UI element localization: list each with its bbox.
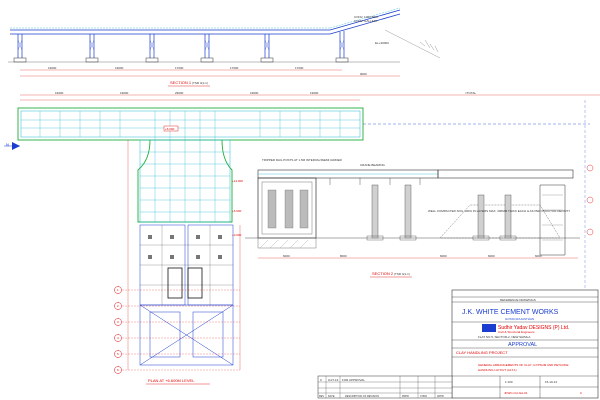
plan-top-dim: 19000 (120, 91, 129, 95)
rev-header: APPD (437, 395, 444, 398)
client-location: GOTAN,RAJASTHAN (505, 317, 534, 321)
section-1-dim: 17000 (295, 66, 304, 70)
rev-row-date: 0-07-13 (328, 378, 339, 382)
plan-top-dim: 19000 (310, 91, 319, 95)
consultant-address: FLAT NO.5, SECTOR-2, NEW SHIMLA (478, 335, 530, 339)
section-2-dim: 6000 (283, 254, 290, 258)
section-1-note: CONV. GALLERY (354, 19, 378, 23)
section-2-note: SEMI GIRDER (322, 158, 343, 162)
consultant-name: Sudhir Yadav DESIGNS (P) Ltd. (498, 325, 569, 331)
project-name: CLAY HANDLING PROJECT (456, 350, 508, 355)
rev-header: DESCRIPTION OF REVISION (345, 395, 379, 398)
section-2-dim: 8000 (340, 254, 347, 258)
plan-title: PLAN AT +6.600M LEVEL (148, 378, 195, 383)
level-tag: +6.600 (232, 209, 242, 213)
rev-header: PRPD (402, 395, 409, 398)
section-1-scale: (TSR 4(1-1) (192, 81, 208, 85)
section-1-dim: 19000 (115, 66, 124, 70)
drawing-title-line-1: GENERAL ARRANGEMENTS OF CLAY ,GYPSUM AND… (478, 363, 568, 367)
section-2-note: WELL COMPACTED SOIL 100% IN LAYERS MAX. … (428, 209, 570, 213)
section-1-title: SECTION 1 (170, 80, 192, 85)
section-1-dim: 9000 (360, 72, 367, 76)
section-2-title: SECTION 2 (372, 271, 394, 276)
consultant-logo-icon (482, 324, 496, 332)
level-tag: +14.000 (232, 179, 243, 183)
section-1-dim: 19000 (48, 66, 57, 70)
drawing-number: JKWC-CH-GA-01 (504, 391, 528, 395)
gridline-label: 3 (117, 320, 119, 324)
gridline-label: 2 (117, 304, 119, 308)
plan-view: 16000 19000 29000 19000 19000 =TOTAL (4, 91, 600, 385)
status-label: APPROVAL (508, 342, 537, 348)
gridline-label: 4 (117, 336, 119, 340)
rev-header: REV (319, 395, 324, 398)
plan-top-dim: 16000 (55, 91, 64, 95)
section-2-dim: 6000 (440, 254, 447, 258)
title-block: REFERENCE DRAWINGS J.K. WHITE CEMENT WOR… (451, 289, 599, 399)
section-2-note: CRANE BEARING (360, 163, 386, 167)
section-1-dim: 17000 (175, 66, 184, 70)
gridline-label: 5 (117, 352, 119, 356)
client-name: J.K. WHITE CEMENT WORKS (462, 309, 559, 316)
section-2-elevation: 6000 8000 6000 6000 6000 TRIPPER RAIL PO… (232, 158, 594, 278)
ref-drawings-label: REFERENCE DRAWINGS (500, 298, 536, 302)
gridline-label: 6 (117, 368, 119, 372)
gridline-bubbles: 1 2 3 4 5 6 (114, 286, 240, 374)
rev-row-desc: FOR APPROVAL (342, 378, 365, 382)
rev-row-rev: 0 (320, 378, 322, 382)
section-1-note: CONV. 1000 BELT (354, 15, 379, 19)
section-1-dim: 17000 (230, 66, 239, 70)
plan-top-dim: 19000 (250, 91, 259, 95)
north-label: N (6, 142, 9, 147)
drawing-date: 15-10-13 (545, 380, 557, 384)
rev-header: CHKD (420, 395, 427, 398)
consultant-sub: Civil & Structural Engineers (498, 330, 535, 334)
level-tag: +0.000 (232, 233, 242, 237)
drawing-rev: 0 (580, 391, 582, 395)
section-2-dim: 6000 (535, 254, 542, 258)
plan-tag: +6.600 (165, 127, 175, 131)
section-1-note: EL+30000 (375, 41, 389, 45)
drawing-title-line-2: HANDLING LAYOUT (ALT-1) (478, 368, 517, 372)
rev-header: DATE (328, 395, 335, 398)
gridline-label: 1 (117, 288, 119, 292)
section-2-dim: 6000 (488, 254, 495, 258)
section-1-elevation: 19000 19000 17000 17000 17000 9000 CONV.… (8, 7, 441, 87)
drawing-scale: 1:100 (505, 380, 513, 384)
section-2-note: TRIPPER RAIL POSTS AT 1.5M INTERVALS (262, 158, 322, 162)
section-2-scale: (TSR 4(1-1) (394, 272, 410, 276)
revision-table: 0 0-07-13 FOR APPROVAL REV DATE DESCRIPT… (317, 375, 453, 399)
plan-top-dim: 29000 (175, 91, 184, 95)
plan-right-note: =TOTAL (465, 91, 476, 95)
